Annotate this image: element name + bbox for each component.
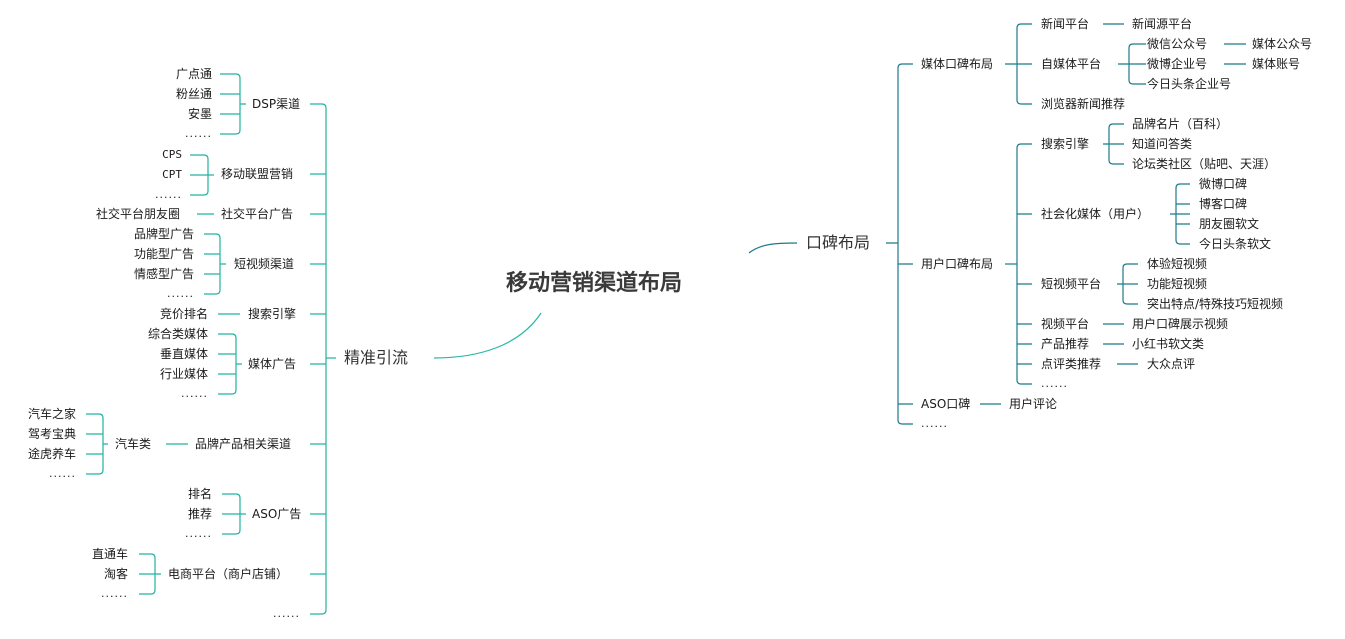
node-jiakao[interactable]: 驾考宝典 [27,427,76,441]
node-more[interactable]: ...... [921,417,948,430]
node-aso-ads[interactable]: ASO广告 [252,507,302,521]
node-search-engine[interactable]: 搜索引擎 [248,307,297,321]
node-recommend[interactable]: 推荐 [187,507,212,521]
node-function-video[interactable]: 功能短视频 [1147,277,1208,291]
node-fensitong[interactable]: 粉丝通 [175,87,212,101]
node-user-review[interactable]: 用户评论 [1009,397,1058,411]
node-xiaohongshu[interactable]: 小红书软文类 [1132,337,1205,351]
node-general-media[interactable]: 综合类媒体 [147,327,208,341]
node-more[interactable]: ...... [49,467,76,480]
node-anmo[interactable]: 安墨 [187,107,212,121]
node-vertical-media[interactable]: 垂直媒体 [159,347,208,361]
node-ranking[interactable]: 排名 [187,487,212,501]
node-moments[interactable]: 社交平台朋友圈 [95,207,180,221]
node-weibo-enterprise[interactable]: 微博企业号 [1147,57,1208,71]
node-user-video[interactable]: 用户口碑展示视频 [1132,317,1229,331]
node-social-media[interactable]: 社会化媒体（用户） [1041,207,1150,221]
node-short-video[interactable]: 短视频渠道 [234,257,295,271]
node-experience-video[interactable]: 体验短视频 [1147,257,1208,271]
node-autohome[interactable]: 汽车之家 [27,407,76,421]
node-tuhu[interactable]: 途虎养车 [27,447,76,461]
node-function-ads[interactable]: 功能型广告 [133,247,194,261]
node-more[interactable]: ...... [185,527,212,540]
node-more[interactable]: ...... [167,287,194,300]
node-video-platform[interactable]: 视频平台 [1041,317,1090,331]
node-toutiao-article[interactable]: 今日头条软文 [1199,237,1272,251]
node-more[interactable]: ...... [185,127,212,140]
node-news-source[interactable]: 新闻源平台 [1132,17,1193,31]
node-product-recommend[interactable]: 产品推荐 [1041,337,1090,351]
node-more[interactable]: ...... [273,607,300,620]
node-brand-product[interactable]: 品牌产品相关渠道 [195,437,292,451]
node-browser-news[interactable]: 浏览器新闻推荐 [1041,97,1126,111]
node-news-platform[interactable]: 新闻平台 [1041,17,1090,31]
node-user-wom[interactable]: 用户口碑布局 [921,257,994,271]
node-more[interactable]: ...... [101,587,128,600]
node-more[interactable]: ...... [1041,377,1068,390]
root-topic[interactable]: 移动营销渠道布局 [506,270,683,296]
node-more[interactable]: ...... [155,188,182,201]
node-social-ads[interactable]: 社交平台广告 [221,207,294,221]
node-blog-wom[interactable]: 博客口碑 [1199,197,1248,211]
branch-word-of-mouth[interactable]: 口碑布局 [806,233,871,252]
node-zhidao[interactable]: 知道问答类 [1132,137,1193,151]
node-auto[interactable]: 汽车类 [115,437,152,451]
node-cps[interactable]: CPS [162,148,182,161]
node-media-account[interactable]: 媒体账号 [1252,57,1301,71]
node-self-media[interactable]: 自媒体平台 [1041,57,1102,71]
node-more[interactable]: ...... [181,387,208,400]
node-forum[interactable]: 论坛类社区（贴吧、天涯） [1132,157,1277,171]
node-mobile-alliance[interactable]: 移动联盟营销 [221,167,294,181]
node-brand-ads[interactable]: 品牌型广告 [133,227,194,241]
node-bidding[interactable]: 竞价排名 [159,307,208,321]
node-guangdiantong[interactable]: 广点通 [175,67,212,81]
branch-precise-traffic[interactable]: 精准引流 [344,348,409,367]
node-cpt[interactable]: CPT [162,168,182,181]
node-moments-article[interactable]: 朋友圈软文 [1199,217,1260,231]
node-review-recommend[interactable]: 点评类推荐 [1041,357,1102,371]
node-media-wom[interactable]: 媒体口碑布局 [921,57,994,71]
node-media-ads[interactable]: 媒体广告 [248,357,297,371]
node-wechat-official[interactable]: 微信公众号 [1147,37,1208,51]
node-feature-video[interactable]: 突出特点/特殊技巧短视频 [1147,297,1284,311]
node-brand-card[interactable]: 品牌名片（百科） [1132,117,1229,131]
node-emotion-ads[interactable]: 情感型广告 [133,267,194,281]
node-toutiao-enterprise[interactable]: 今日头条企业号 [1147,77,1232,91]
node-search-engine-r[interactable]: 搜索引擎 [1041,137,1090,151]
node-media-official[interactable]: 媒体公众号 [1252,37,1313,51]
node-taoke[interactable]: 淘客 [103,567,128,581]
node-industry-media[interactable]: 行业媒体 [159,367,208,381]
node-dianping[interactable]: 大众点评 [1147,357,1196,371]
node-weibo-wom[interactable]: 微博口碑 [1199,177,1248,191]
node-short-video-platform[interactable]: 短视频平台 [1041,277,1102,291]
node-ecommerce[interactable]: 电商平台（商户店铺） [168,567,289,581]
node-aso-wom[interactable]: ASO口碑 [921,397,971,411]
node-ztc[interactable]: 直通车 [91,547,128,561]
node-dsp[interactable]: DSP渠道 [252,97,301,111]
